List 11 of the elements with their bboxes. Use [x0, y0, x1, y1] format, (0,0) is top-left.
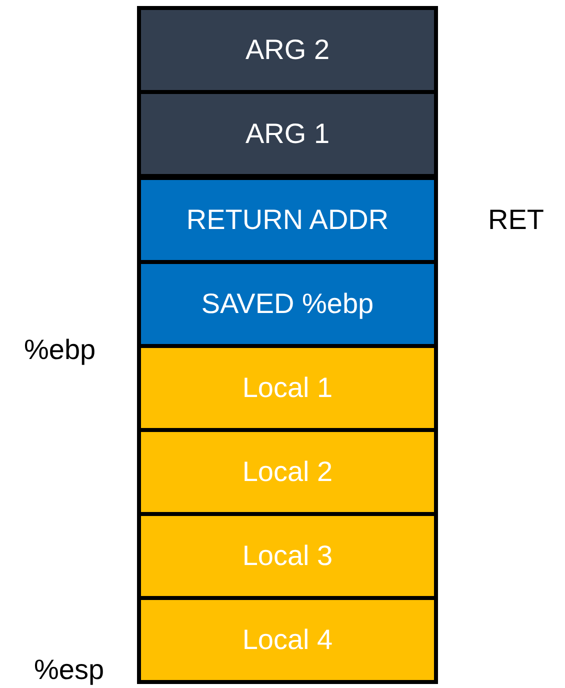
- slot-label: Local 1: [242, 372, 333, 404]
- slot-label: Local 2: [242, 456, 333, 488]
- slot-label: Local 3: [242, 540, 333, 572]
- slot-label: ARG 2: [245, 34, 330, 66]
- slot-label: Local 4: [242, 624, 333, 656]
- slot-label: SAVED %ebp: [201, 288, 374, 320]
- register-label: %esp: [34, 654, 104, 686]
- register-label: %ebp: [24, 334, 96, 366]
- register-label: RET: [488, 204, 544, 236]
- slot-label: ARG 1: [245, 118, 330, 150]
- slot-label: RETURN ADDR: [186, 204, 389, 236]
